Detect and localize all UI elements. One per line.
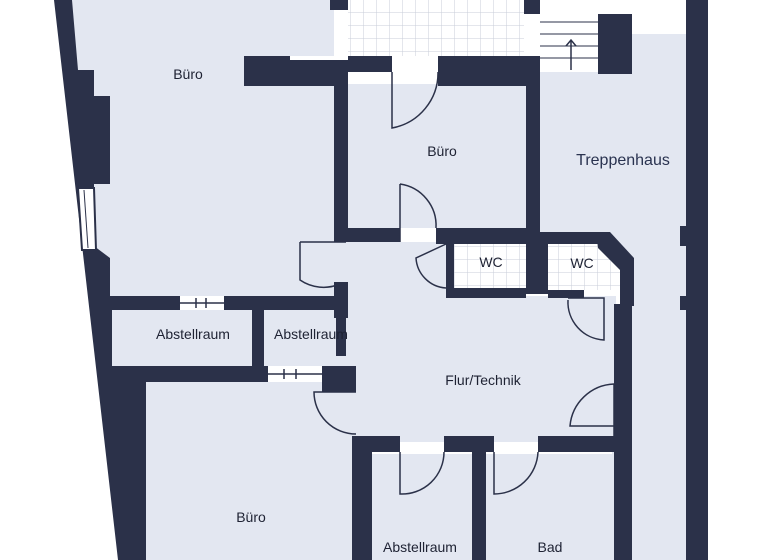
label-buero-bottom: Büro [236,509,266,525]
wall-right-notch2 [680,296,688,310]
window-left [76,187,98,251]
wall-mid-office-bottom [334,228,400,242]
tiles-wc-left [454,244,526,288]
wall-lower-top-3 [538,436,614,452]
stair-arrow-icon [565,38,577,70]
wall-storage-div [252,296,264,368]
wall-vertical-b [526,84,540,294]
wall-bulkhead [244,56,290,86]
wall-storage-bottom-1 [112,366,264,382]
tiled-areas [348,0,620,290]
door-office-center [399,183,437,242]
tiles-wc-right [548,244,620,290]
wall-abst-left [366,452,372,560]
wall-right-outer [686,10,708,560]
door-hall-left [299,241,346,289]
door-stairhall [569,383,615,436]
door-buero-bottom [313,391,357,435]
wall-storage-bottom-3 [322,366,356,392]
floor-buero-bottom [146,382,356,560]
wall-stairhall-left [614,304,632,560]
label-treppenhaus: Treppenhaus [576,152,670,169]
room-labels: Büro Büro Treppenhaus WC WC Abstellraum … [156,66,670,555]
label-buero-top-left: Büro [173,66,203,82]
wall-wc-divider [532,244,548,294]
wall-storage-top-1 [110,296,180,310]
wall-storage-bottom-2 [264,366,268,382]
wall-office-top-2 [438,56,540,86]
wall-lower-top-2 [444,436,494,452]
wall-wc-bottom [446,288,526,298]
wall-wc2-top [540,232,598,244]
wall-vertical-a [334,84,348,240]
floor-bad [486,454,614,560]
wall-wc-top [436,228,540,244]
stair-step-lines [540,21,598,59]
door-abstell-bottom [399,451,445,495]
floor-treppenhaus [540,20,686,560]
tiles-top-landing [348,0,524,56]
wall-tiles-bottom [348,56,392,72]
wall-storage-top-2 [224,296,336,310]
wall-top-stub-1 [330,0,348,10]
stair-steps [540,10,598,72]
door-wc-left [415,243,447,289]
label-abstellraum-left: Abstellraum [156,326,230,342]
label-wc-left: WC [479,254,502,270]
wall-wc2-slant [596,232,634,270]
floor-buero-top-left [68,0,334,296]
wall-lower-top-1 [352,436,400,452]
label-abstellraum-bottom: Abstellraum [383,539,457,555]
sliding-doors [180,298,322,379]
door-wc-right [567,297,605,341]
walls [54,0,708,560]
wall-lower-vertical [352,440,366,560]
label-flur-technik: Flur/Technik [445,372,521,388]
label-buero-center: Büro [427,143,457,159]
wall-wc-left-side [446,244,454,294]
floor-abstellraum-bottom [372,454,472,560]
wall-storage-right-2 [336,296,346,356]
wall-stair-right [598,14,632,74]
wall-wc2-bottom [548,290,584,298]
wall-right-notch [680,226,688,246]
label-abstellraum-mid: Abstellraum [274,326,348,342]
wall-outer-left [54,0,146,560]
wall-abst-bad-div [472,436,486,560]
wall-top-stub-2 [524,0,540,14]
floor-abstellraum-left [110,310,252,366]
wall-office-top-1 [290,60,348,86]
door-bad [493,451,539,495]
wall-wc2-right [620,264,634,306]
label-wc-right: WC [570,255,593,271]
door-tiles [391,71,439,129]
wall-top-stub-3 [686,0,708,10]
doors [299,71,615,495]
label-bad: Bad [538,539,563,555]
floor-buero-center [348,84,528,228]
